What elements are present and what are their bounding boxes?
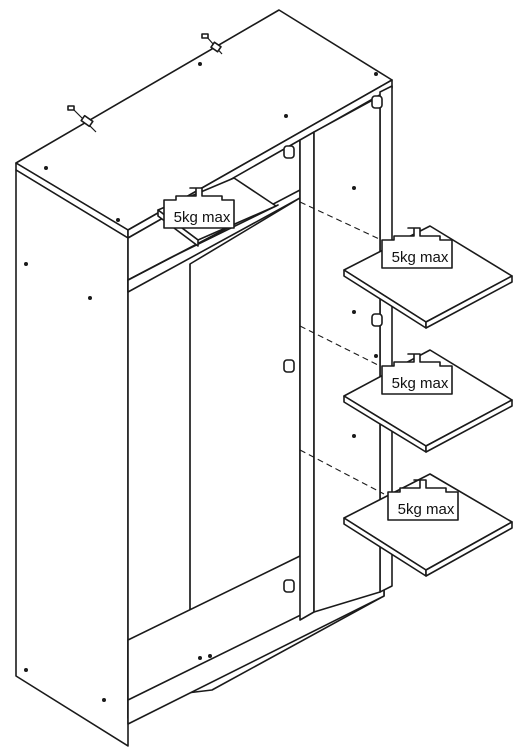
wall-bracket-icon [201, 33, 223, 55]
weight-label: 5kg max [398, 501, 455, 518]
hinge-icon [283, 95, 383, 593]
shelf-guide-lines [299, 201, 391, 495]
weight-icon: 5kg max [163, 187, 235, 229]
left-side-panel [15, 169, 129, 747]
weight-label: 5kg max [174, 209, 231, 226]
wall-bracket-icon [67, 105, 97, 133]
upper-fixed-shelf-top [127, 204, 279, 281]
bottom-plinth [127, 573, 385, 725]
screw-holes [24, 62, 378, 702]
weight-label: 5kg max [392, 249, 449, 266]
weight-icon: 5kg max [381, 227, 453, 269]
weight-label: 5kg max [392, 375, 449, 392]
weight-icon: 5kg max [381, 353, 453, 395]
center-panel [299, 131, 315, 621]
weight-icon: 5kg max [387, 479, 459, 521]
